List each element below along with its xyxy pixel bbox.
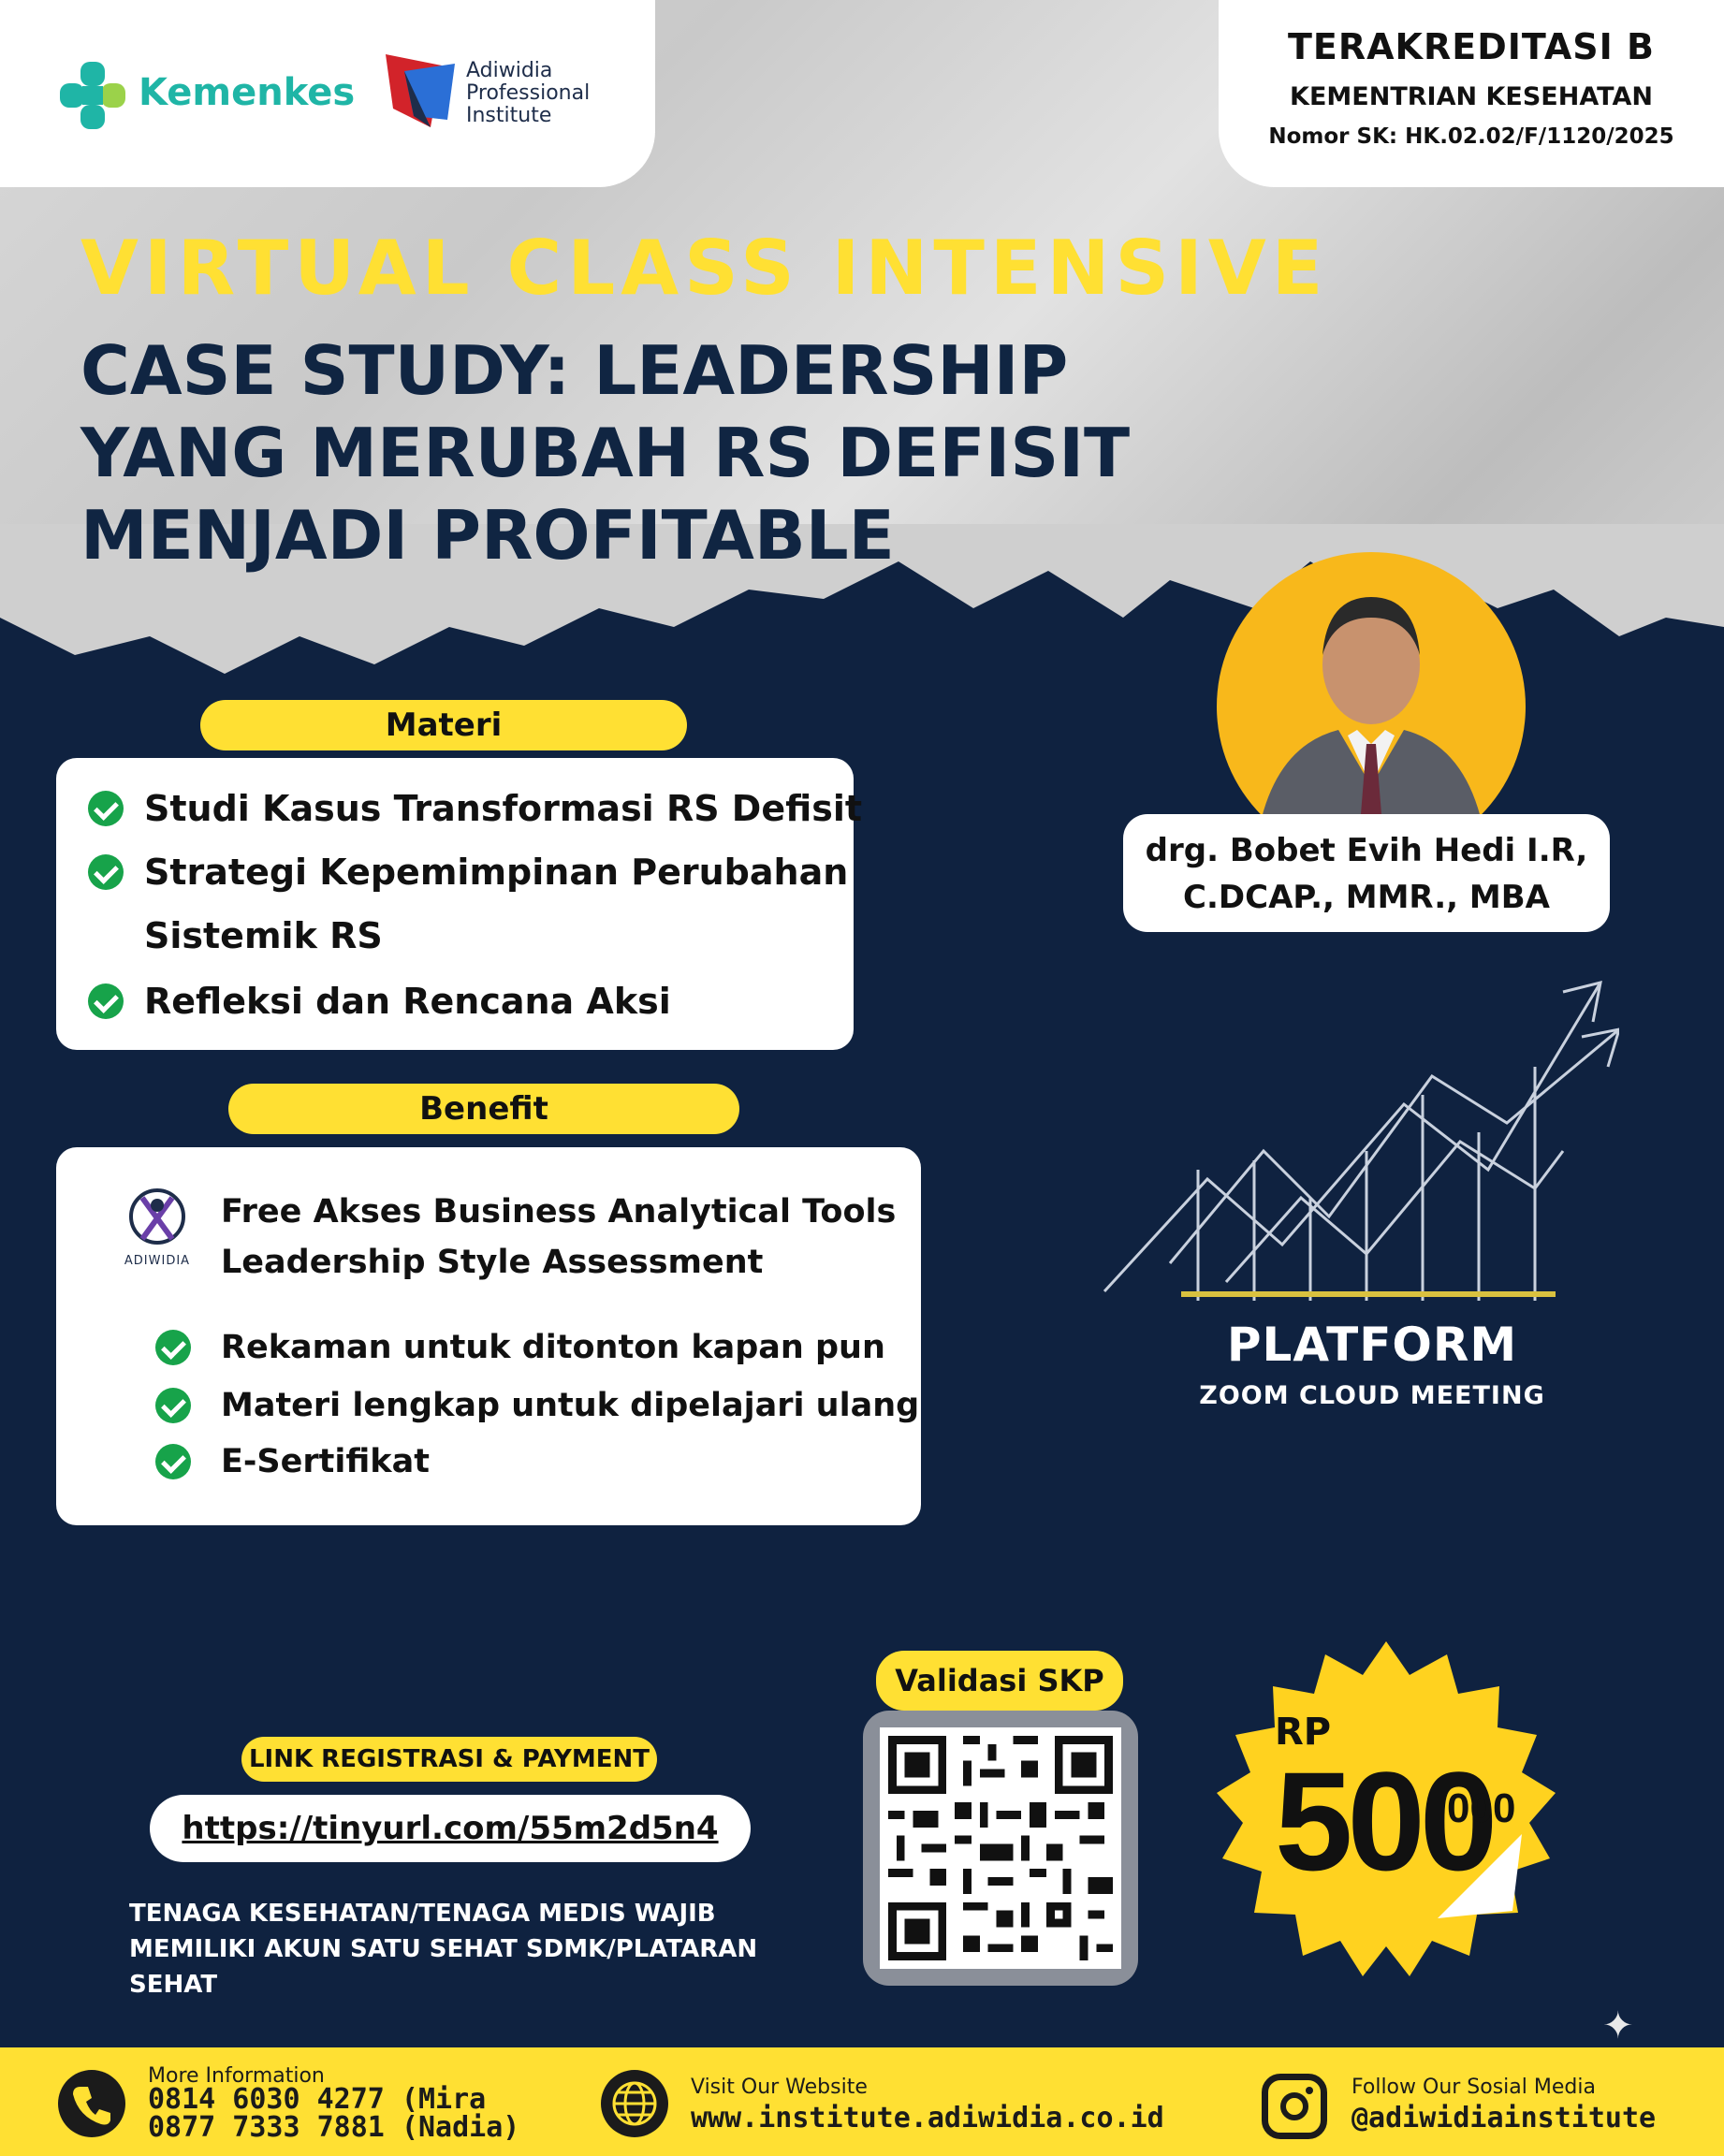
accreditation-title: TERAKREDITASI B [1288,26,1655,67]
kemenkes-logo-icon [60,62,125,129]
registration-notice-line: SEHAT [129,1971,218,1999]
hero-title-line: MENJADI PROFITABLE [80,496,895,575]
speaker-name-card: drg. Bobet Evih Hedi I.R, C.DCAP., MMR.,… [1123,814,1610,932]
benefit-feature-line: Free Akses Business Analytical Tools [221,1193,897,1231]
footer-bar [0,2047,1724,2156]
benefit-item-label: E-Sertifikat [221,1443,430,1480]
website-link[interactable]: www.institute.adiwidia.co.id [691,2102,1164,2134]
speaker-name-line: drg. Bobet Evih Hedi I.R, [1145,832,1588,869]
hero-title-line: CASE STUDY: LEADERSHIP [80,331,1069,410]
materi-label: Materi [200,700,687,750]
materi-item: Studi Kasus Transformasi RS Defisit [88,788,862,829]
platform-divider [1181,1291,1556,1297]
qr-code-icon[interactable] [880,1727,1121,1969]
materi-item-label: Refleksi dan Rencana Aksi [144,981,671,1022]
adiwidia-logo: ADIWIDIA [110,1187,204,1280]
registration-label: LINK REGISTRASI & PAYMENT [241,1737,657,1782]
growth-arrows-icon [1103,980,1619,1301]
benefit-item: Materi lengkap untuk dipelajari ulang [155,1387,919,1424]
registration-notice: TENAGA KESEHATAN/TENAGA MEDIS WAJIB MEMI… [129,1896,784,2003]
materi-card [56,758,854,1050]
price-burst [1217,1641,1556,1976]
check-icon [155,1330,191,1365]
hero-title: CASE STUDY: LEADERSHIP YANG MERUBAH RS D… [80,329,1204,576]
benefit-feature-line: Leadership Style Assessment [221,1244,764,1281]
phone-icon [58,2070,125,2137]
materi-item-continued: Sistemik RS [144,915,383,956]
materi-item-label: Strategi Kepemimpinan Perubahan [144,852,849,893]
kemenkes-logo-text: Kemenkes [139,71,356,114]
check-icon [155,1444,191,1479]
sparkle-icon: ✦ [1602,2004,1634,2047]
contact-phone-line: 0877 7333 7881 (Nadia) [148,2111,520,2144]
benefit-item-label: Rekaman untuk ditonton kapan pun [221,1329,885,1366]
contact-label: More Information [148,2064,325,2088]
benefit-item: E-Sertifikat [155,1443,430,1480]
social-handle[interactable]: @adiwidiainstitute [1351,2102,1657,2134]
benefit-feature: Free Akses Business Analytical Tools Lea… [221,1187,896,1288]
registration-notice-line: TENAGA KESEHATAN/TENAGA MEDIS WAJIB [129,1900,716,1928]
price-suffix: 000 [1447,1785,1516,1831]
website-label: Visit Our Website [691,2076,868,2099]
api-logo-icon [386,54,455,127]
benefit-item-label: Materi lengkap untuk dipelajari ulang [221,1387,920,1424]
check-icon [155,1388,191,1423]
api-logo-line: Professional [466,81,591,105]
skp-label: Validasi SKP [876,1651,1123,1711]
registration-notice-line: MEMILIKI AKUN SATU SEHAT SDMK/PLATARAN [129,1935,758,1963]
api-logo-line: Adiwidia [466,59,553,82]
benefit-card [56,1147,921,1525]
check-icon [88,791,124,826]
adiwidia-logo-icon [129,1188,185,1245]
materi-item: Refleksi dan Rencana Aksi [88,981,671,1022]
accreditation-sk-number: Nomor SK: HK.02.02/F/1120/2025 [1268,124,1674,149]
accreditation-card: TERAKREDITASI B KEMENTRIAN KESEHATAN Nom… [1219,0,1724,187]
accreditation-ministry: KEMENTRIAN KESEHATAN [1290,82,1653,111]
benefit-label: Benefit [228,1084,739,1134]
speaker-name-line: C.DCAP., MMR., MBA [1183,879,1550,916]
globe-icon [601,2070,668,2137]
social-label: Follow Our Sosial Media [1351,2076,1596,2099]
check-icon [88,983,124,1019]
benefit-item: Rekaman untuk ditonton kapan pun [155,1329,885,1366]
platform-title: PLATFORM [1226,1318,1518,1372]
materi-item: Strategi Kepemimpinan Perubahan [88,852,848,893]
instagram-icon [1262,2074,1327,2139]
qr-frame [863,1711,1138,1986]
hero-title-line: YANG MERUBAH RS DEFISIT [80,414,1131,492]
price-currency: RP [1275,1711,1332,1754]
registration-link[interactable]: https://tinyurl.com/55m2d5n4 [150,1795,751,1862]
adiwidia-logo-text: ADIWIDIA [124,1254,191,1268]
api-logo-line: Institute [466,104,552,127]
check-icon [88,854,124,890]
price-amount: 500 [1275,1742,1498,1900]
platform-subtitle: ZOOM CLOUD MEETING [1199,1381,1545,1410]
contact-phone-line: 0814 6030 4277 (Mira [148,2083,487,2116]
materi-item-label: Studi Kasus Transformasi RS Defisit [144,788,863,829]
api-logo-text: Adiwidia Professional Institute [466,60,653,127]
hero-kicker: VIRTUAL CLASS INTENSIVE [80,225,1329,312]
